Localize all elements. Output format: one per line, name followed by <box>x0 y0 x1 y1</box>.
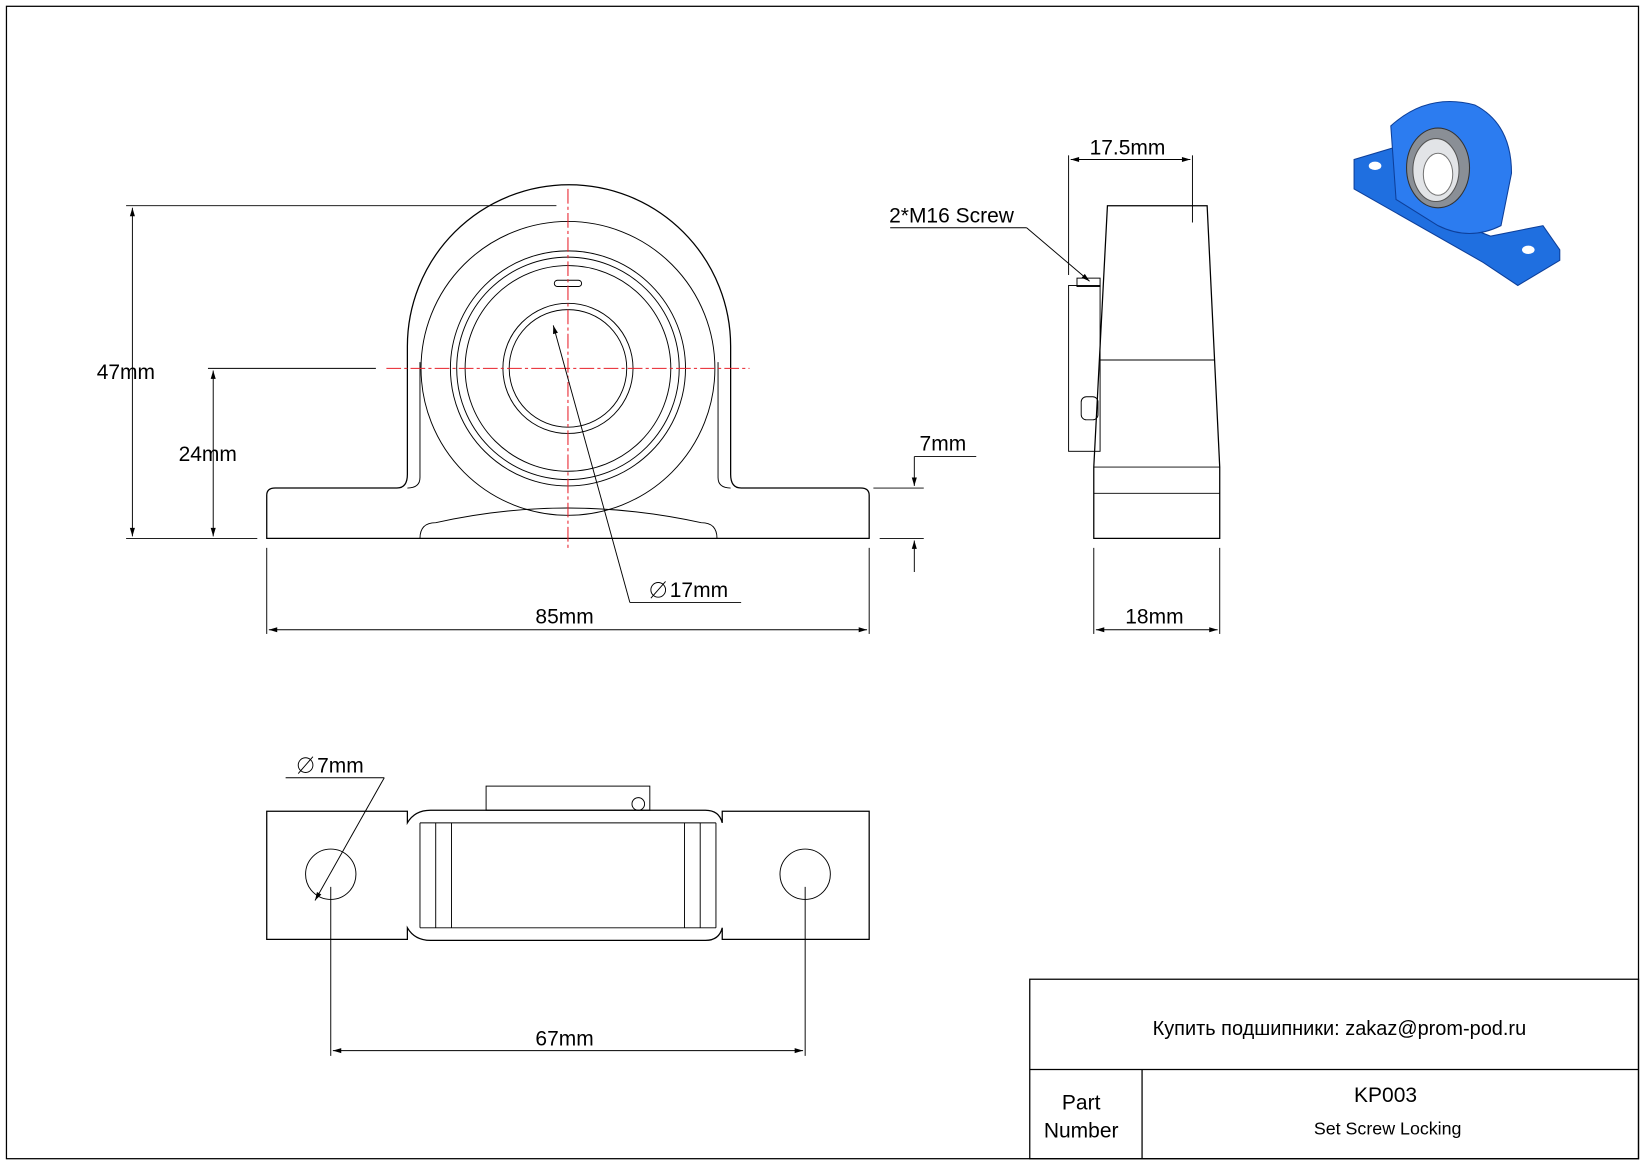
contact-text: Купить подшипники: zakaz@prom-pod.ru <box>1153 1018 1527 1040</box>
dim-center-height: 24mm <box>179 443 237 466</box>
side-view: 17.5mm 2*M16 Screw 18mm <box>889 136 1221 634</box>
dim-screw: 2*M16 Screw <box>889 205 1015 228</box>
dim-bolt-hole: 7mm <box>317 754 364 777</box>
front-view: 47mm 24mm 7mm 17mm 85mm <box>97 184 977 634</box>
part-label-line1: Part <box>1062 1091 1101 1114</box>
dim-bore: 17mm <box>670 579 728 602</box>
part-description: Set Screw Locking <box>1314 1119 1462 1139</box>
dim-base-width: 18mm <box>1125 605 1183 628</box>
title-block: Купить подшипники: zakaz@prom-pod.ru Par… <box>1029 978 1640 1160</box>
dim-bolt-spacing: 67mm <box>535 1027 593 1050</box>
top-view: 7mm 67mm <box>266 754 870 1056</box>
drawing-frame <box>5 5 1640 1160</box>
part-label-line2: Number <box>1044 1120 1119 1143</box>
dim-height-total: 47mm <box>97 361 155 384</box>
dim-length: 85mm <box>535 605 593 628</box>
dim-side-top-width: 17.5mm <box>1090 136 1166 159</box>
part-number: KP003 <box>1354 1084 1417 1107</box>
bearing-3d-render <box>1353 101 1561 287</box>
dim-base-thickness: 7mm <box>920 432 967 455</box>
